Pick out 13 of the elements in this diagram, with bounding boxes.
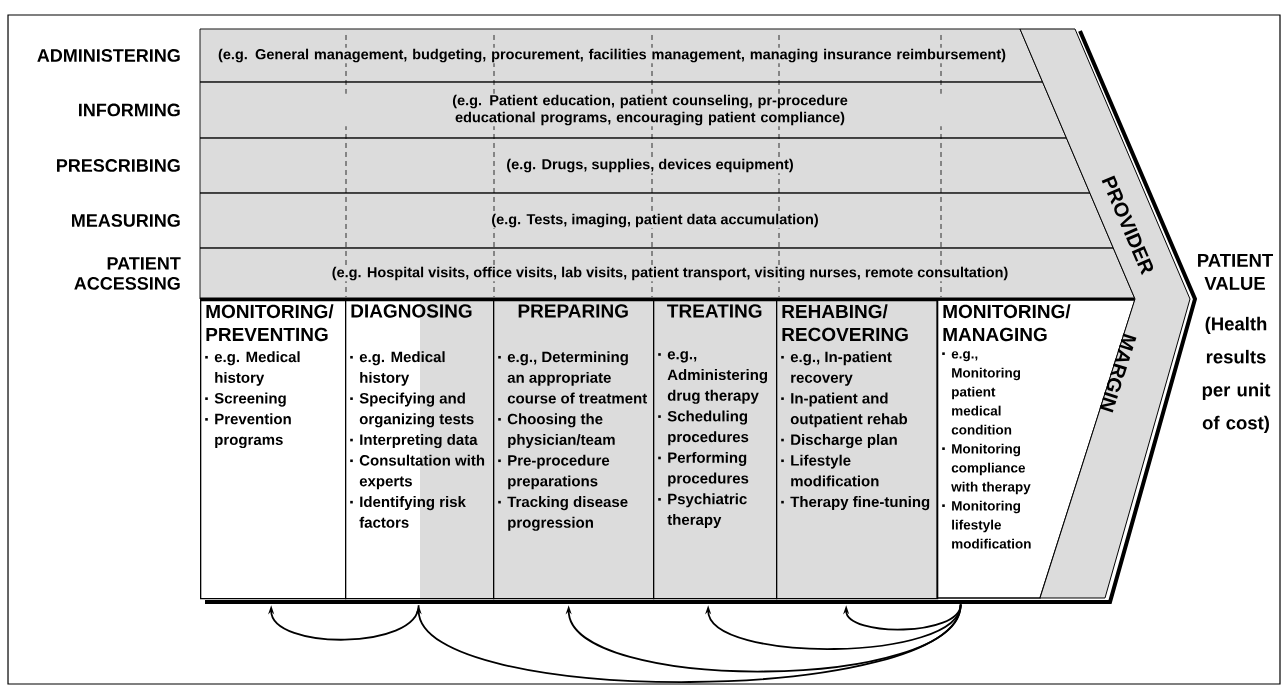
node-label: MEASURING	[72, 214, 180, 227]
curved-arrow	[705, 603, 962, 650]
stage-column: REHABING/ RECOVERING e.g., In-patient recovery In-patient and outpatient rehab Discharge plan Lifestyle modification Therapy fine-tuning	[776, 300, 939, 600]
node-label: PRESCRIBING	[57, 159, 180, 172]
node-label: PATIENT ACCESSING	[74, 257, 181, 290]
stage-column: TREATING e.g., Administering drug therapy Scheduling procedures Performing procedures Psychiatric therapy	[653, 300, 778, 600]
curved-arrow	[565, 603, 962, 673]
stage-column: DIAGNOSING e.g. Medical history Specifying and organizing tests Interpreting data Consultation with experts Identifying risk factors	[345, 300, 495, 600]
stage-column: MONITORING/ PREVENTING e.g. Medical history Screening Prevention programs	[200, 300, 347, 600]
curved-arrow	[268, 604, 420, 641]
node-label: INFORMING	[79, 103, 180, 117]
node-label: ADMINISTERING	[37, 49, 180, 62]
curved-arrow	[843, 603, 962, 631]
